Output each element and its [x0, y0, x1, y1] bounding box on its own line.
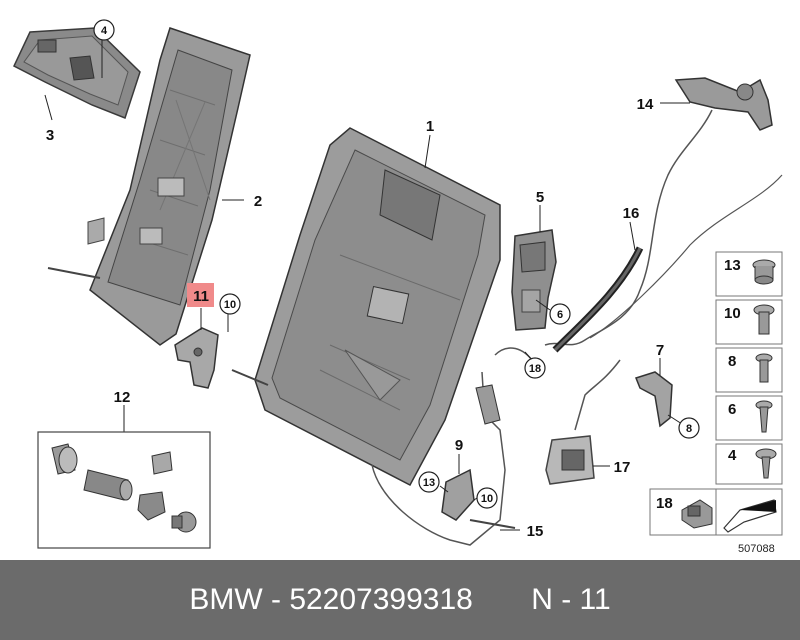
callout-4: 4	[101, 25, 108, 37]
bearing-kit-part	[51, 443, 197, 533]
callout-15: 15	[527, 523, 544, 540]
trim-cover-part	[13, 27, 141, 119]
part-number-footer: BMW - 52207399318 N - 11	[0, 560, 800, 640]
clip-icon	[681, 499, 713, 529]
callout-14: 14	[637, 96, 654, 113]
small-parts-legend	[649, 251, 783, 536]
callout-11: 11	[193, 288, 209, 305]
footer-page-code: N - 11	[531, 583, 611, 616]
short-screw-icon	[755, 353, 773, 383]
callout-7: 7	[656, 342, 664, 359]
cable-bracket-part	[441, 468, 475, 521]
legend-number-18: 18	[656, 495, 673, 512]
callout-16: 16	[623, 205, 640, 222]
collar-screw-icon	[755, 448, 777, 479]
callout-10-upper: 10	[224, 299, 236, 311]
legend-number-10: 10	[724, 305, 741, 322]
release-lever-part	[674, 77, 773, 131]
callout-8: 8	[686, 423, 692, 435]
callout-1: 1	[426, 118, 434, 135]
legend-number-13: 13	[724, 257, 741, 274]
legend-number-4: 4	[728, 447, 737, 464]
footer-part-number: 52207399318	[289, 583, 473, 616]
legend-number-6: 6	[728, 401, 736, 418]
callout-5: 5	[536, 189, 544, 206]
footer-gap	[473, 583, 531, 617]
callout-13: 13	[423, 477, 435, 489]
direction-arrow-icon	[723, 499, 777, 533]
release-switch-part	[545, 435, 595, 485]
backrest-frame-main-part	[231, 127, 501, 487]
callout-17: 17	[614, 459, 631, 476]
callout-9: 9	[455, 437, 463, 454]
callout-2: 2	[254, 193, 262, 210]
callout-12: 12	[114, 389, 131, 406]
flange-screw-icon	[753, 304, 775, 335]
screw-icon	[755, 400, 773, 433]
side-bracket-part	[635, 371, 673, 428]
grommet-icon	[752, 259, 776, 285]
highlight-marker	[187, 283, 214, 307]
bracket-part	[174, 327, 219, 389]
callout-6: 6	[557, 309, 563, 321]
footer-separator: -	[262, 583, 290, 616]
backrest-frame-left-part	[47, 27, 251, 346]
callout-10-lower: 10	[481, 493, 493, 505]
parts-diagram: 3 4 2 1 5 6 7 8 9 10 10 11 12 13 14 15 1…	[13, 19, 783, 555]
callout-18: 18	[529, 363, 541, 375]
legend-number-8: 8	[728, 353, 736, 370]
lock-mechanism-part	[511, 229, 557, 331]
callout-3: 3	[46, 127, 54, 144]
drawing-number: 507088	[738, 543, 775, 555]
footer-brand: BMW	[189, 583, 263, 616]
